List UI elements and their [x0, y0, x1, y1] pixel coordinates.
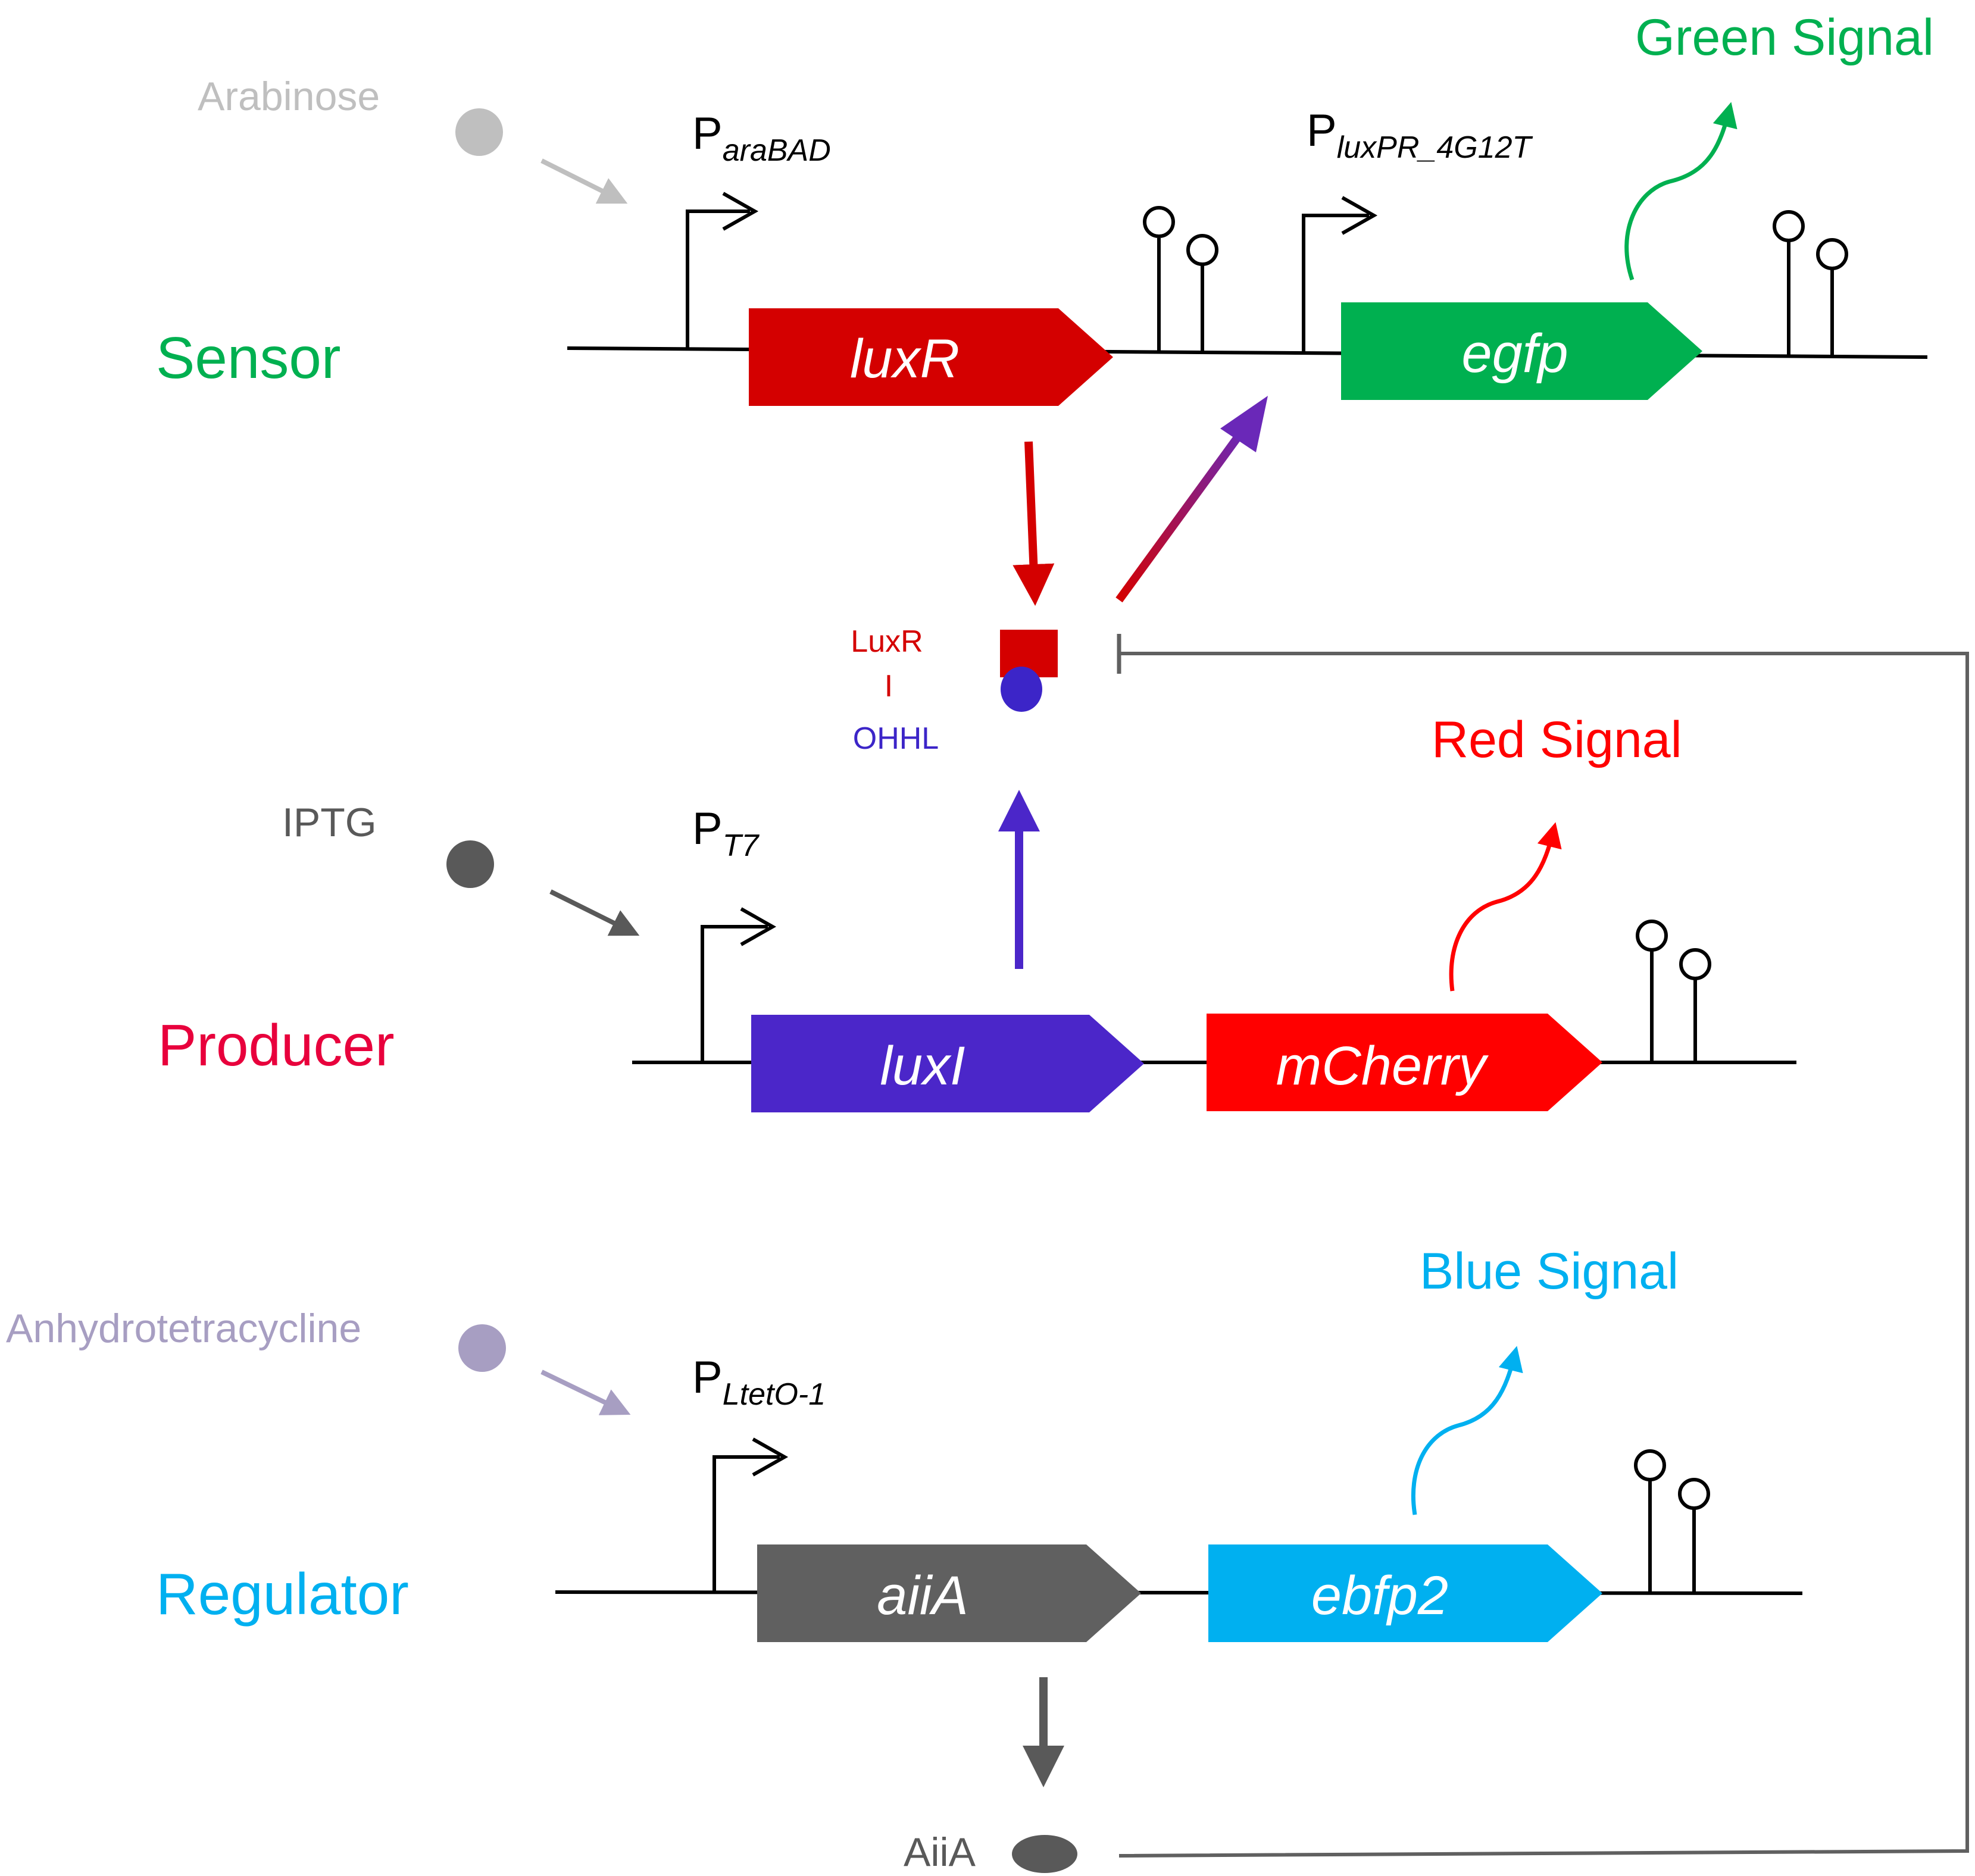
aiia-protein-label: AiiA [904, 1830, 976, 1875]
producer-label: Producer [158, 1012, 395, 1078]
arabinose-induction-arrow [540, 158, 628, 204]
promoter-t7-icon [701, 925, 768, 1062]
promoter-t7-label: PT7 [692, 803, 760, 863]
gene-aiia-label: aiiA [877, 1565, 968, 1626]
promoter-ltet-label: PLtetO-1 [692, 1352, 826, 1412]
promoter-luxpr-icon [1302, 214, 1369, 352]
red-signal-label: Red Signal [1432, 711, 1682, 768]
promoter-luxpr-label: PluxPR_4G12T [1307, 105, 1533, 165]
green-signal-arrow [1624, 102, 1738, 281]
gene-mcherry-block [1207, 1014, 1602, 1111]
iptg-label: IPTG [282, 800, 377, 845]
aiia-protein-icon [1012, 1835, 1077, 1873]
arabinose-molecule-icon [455, 108, 503, 156]
luxr-to-complex-arrow [1012, 441, 1055, 606]
gene-ebfp2-label: ebfp2 [1311, 1565, 1448, 1626]
terminator-regulator-icon [1634, 1449, 1710, 1593]
regulator-label: Regulator [156, 1561, 409, 1627]
gene-luxr-label: luxR [850, 329, 960, 389]
producer-construct: Producer IPTG PT7 luxI mCherry Red Signa… [158, 711, 1796, 1112]
regulator-backbone-line [555, 1590, 1803, 1595]
red-signal-arrow [1449, 822, 1562, 992]
ohhl-molecule-icon [1001, 667, 1042, 712]
complex-ohhl-label: OHHL [853, 721, 939, 756]
gene-luxi-label: luxI [880, 1036, 965, 1096]
complex-activation-arrowhead [1220, 396, 1268, 452]
terminator-sensor-1-icon [1143, 206, 1218, 352]
gene-egfp-block [1341, 302, 1702, 400]
promoter-arabad-arrowhead [722, 192, 759, 231]
blue-signal-label: Blue Signal [1420, 1243, 1679, 1300]
gene-ebfp2-block [1208, 1544, 1602, 1642]
sensor-label: Sensor [156, 325, 341, 390]
promoter-arabad-icon [686, 210, 750, 348]
promoter-arabad-label: ParaBAD [692, 108, 831, 168]
blue-signal-arrow [1411, 1346, 1523, 1515]
gene-luxi-block [751, 1015, 1144, 1112]
green-signal-label: Green Signal [1635, 9, 1934, 66]
complex-activation-arrow [1115, 426, 1248, 603]
luxr-ohhl-complex: LuxR I OHHL [851, 396, 1268, 969]
aiia-inhibition-line [1118, 652, 1969, 1858]
gene-aiia-block [757, 1544, 1141, 1642]
gene-luxr-block [749, 308, 1113, 406]
iptg-induction-arrow [549, 889, 640, 936]
promoter-ltet-arrowhead [752, 1437, 789, 1477]
arabinose-label: Arabinose [198, 74, 380, 119]
iptg-molecule-icon [446, 840, 494, 888]
anhydrotetracycline-label: Anhydrotetracycline [6, 1306, 361, 1351]
anhydrotetracycline-induction-arrow [540, 1370, 631, 1415]
regulator-construct: Regulator Anhydrotetracycline PLtetO-1 a… [6, 1243, 1803, 1875]
gene-mcherry-label: mCherry [1276, 1036, 1489, 1096]
promoter-ltet-icon [712, 1455, 780, 1592]
anhydrotetracycline-molecule-icon [458, 1324, 506, 1372]
complex-luxr-label: LuxR [851, 624, 923, 659]
promoter-luxpr-arrowhead [1341, 196, 1378, 235]
sensor-construct: Sensor Arabinose ParaBAD luxR PluxPR_4G1… [156, 9, 1934, 406]
terminator-producer-icon [1636, 920, 1711, 1062]
complex-bond-label: I [885, 669, 893, 704]
promoter-t7-arrowhead [740, 907, 777, 946]
gene-egfp-label: egfp [1461, 323, 1568, 384]
terminator-sensor-2-icon [1773, 210, 1848, 356]
